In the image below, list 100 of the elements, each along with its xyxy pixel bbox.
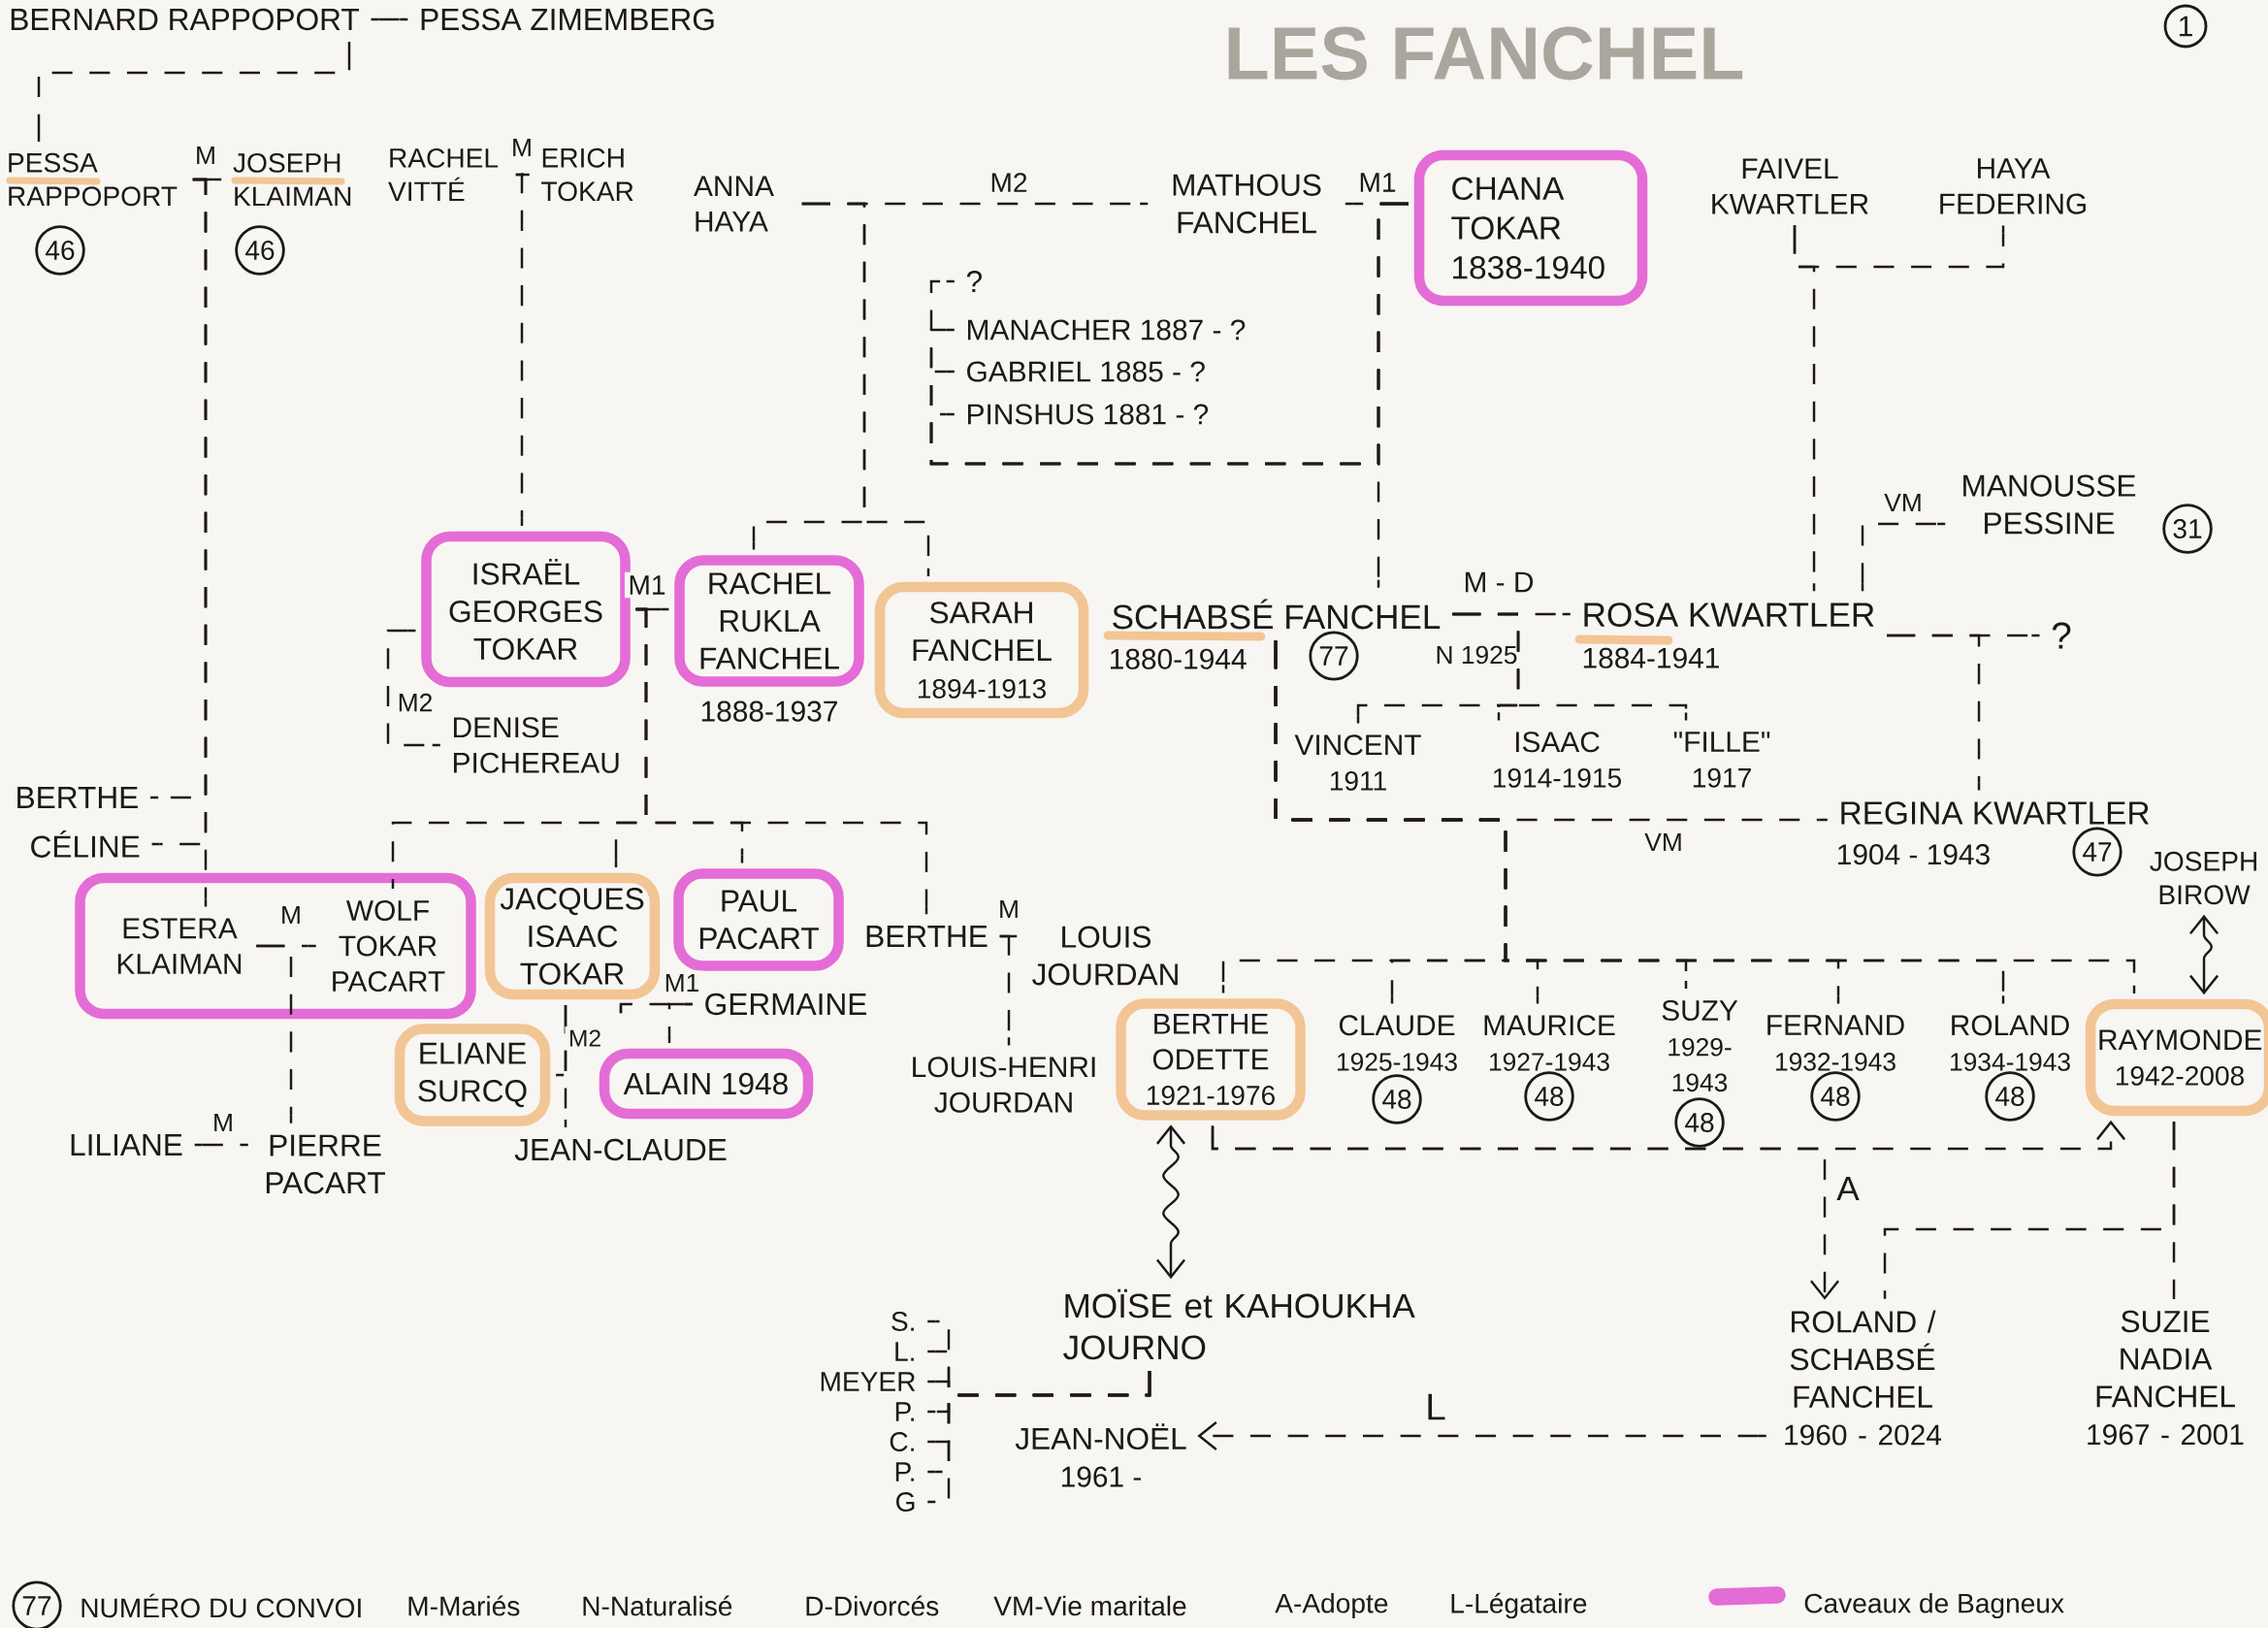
person-name: LOUIS JOURDAN — [1032, 926, 1178, 986]
person-name: FAIVEL KWARTLER — [1712, 158, 1868, 214]
person-name: BERTHE — [866, 926, 988, 947]
person-name: PESSA RAPPOPORT — [9, 152, 178, 207]
connecting-line — [1883, 1120, 2176, 1301]
person-name: REGINA KWARTLER — [1841, 801, 2149, 825]
person-name: WOLF TOKAR PACART — [333, 899, 445, 993]
person-name: ROLAND 1934-1943 — [1951, 1015, 2070, 1071]
convoy-number: 46 — [235, 225, 285, 276]
convoy-number: 48 — [1985, 1071, 2035, 1122]
name-box: RACHEL RUKLA FANCHEL — [674, 555, 864, 687]
person-name: MEYER — [821, 1372, 916, 1391]
connecting-line — [1356, 612, 1688, 725]
person-name: MOÏSE et KAHOUKHA JOURNO — [1063, 1288, 1415, 1360]
person-name: BERTHE — [17, 787, 138, 808]
person-name: VINCENT 1911 — [1294, 734, 1421, 791]
convoy-number: 77 — [12, 1580, 62, 1628]
connecting-line — [148, 178, 223, 908]
person-name: CÉLINE — [31, 830, 140, 858]
arrow — [1211, 1120, 2126, 1300]
edge-label: M — [507, 135, 536, 160]
person-name: GABRIEL 1885 - ? — [967, 361, 1205, 382]
convoy-number: 48 — [1524, 1071, 1574, 1122]
person-name: LILIANE — [71, 1134, 182, 1156]
person-name: PESSA ZIMEMBERG — [421, 8, 714, 31]
person-name: PINSHUS 1881 - ? — [968, 404, 1209, 425]
date-text: 1880-1944 — [1111, 648, 1247, 669]
convoy-number: 48 — [1372, 1074, 1422, 1124]
page-number: 1 — [2163, 4, 2208, 49]
connecting-line — [998, 934, 1019, 1047]
person-name: JEAN-CLAUDE — [514, 1138, 727, 1161]
person-name: ROLAND / SCHABSÉ FANCHEL 1960 - 2024 — [1785, 1310, 1942, 1446]
edge-label: L — [1421, 1390, 1450, 1423]
name-box: ISRAËL GEORGES TOKAR — [421, 531, 631, 688]
person-name: P. — [895, 1402, 914, 1421]
convoy-number: 48 — [1674, 1097, 1725, 1148]
person-name: ERICH TOKAR — [541, 147, 633, 202]
person-name: L. — [895, 1342, 914, 1361]
person-name: MANACHER 1887 - ? — [968, 319, 1246, 341]
title: LES FANCHEL — [1228, 26, 1743, 81]
edge-label: M2 — [394, 690, 437, 715]
person-name: SUZIE NADIA FANCHEL 1967 - 2001 — [2088, 1310, 2244, 1446]
person-name: JOSEPH KLAIMAN — [233, 152, 351, 207]
couple-box — [75, 872, 476, 1020]
person-name: ? — [2052, 622, 2071, 649]
connecting-line — [37, 40, 351, 144]
person-name: C. — [890, 1432, 914, 1451]
name-box: BERTHE ODETTE 1921-1976 — [1116, 998, 1306, 1121]
person-name: ? — [966, 270, 982, 293]
connecting-line — [370, 17, 409, 21]
edge-label: VM — [1640, 830, 1687, 855]
person-name: G — [896, 1492, 915, 1512]
abbreviation-key: VM-Vie maritale — [993, 1595, 1186, 1616]
edge-label: M — [994, 896, 1023, 922]
person-name: FERNAND 1932-1943 — [1767, 1015, 1904, 1071]
connecting-line — [926, 1319, 1151, 1504]
edge-label: M — [209, 1110, 238, 1135]
person-name: PIERRE PACART — [266, 1134, 385, 1194]
person-name: RACHEL VITTÉ — [388, 147, 499, 202]
connecting-line — [514, 173, 531, 528]
person-name: MATHOUS FANCHEL — [1173, 174, 1321, 234]
abbreviation-key: M-Mariés — [408, 1595, 520, 1616]
name-box: JACQUES ISAAC TOKAR — [484, 872, 661, 1000]
abbreviation-key: N-Naturalisé — [583, 1595, 732, 1616]
name-box: SARAH FANCHEL 1894-1913 — [874, 581, 1089, 719]
name-box: CHANA TOKAR 1838-1940 — [1413, 149, 1648, 307]
person-name: SUZY 1929- 1943 — [1662, 999, 1738, 1092]
convoy-number: 47 — [2072, 827, 2122, 877]
name-box: ALAIN 1948 — [599, 1048, 814, 1120]
person-name: BERNARD RAPPOPORT — [11, 8, 359, 31]
date-text: 1888-1937 — [701, 700, 837, 722]
connecting-line — [193, 1143, 249, 1147]
date-text: 1904 - 1943 — [1838, 844, 1990, 865]
name-box: PAUL PACART — [673, 868, 844, 971]
connecting-line — [1861, 522, 1947, 593]
convoy-number: 46 — [35, 225, 85, 276]
person-name: SCHABSÉ FANCHEL — [1113, 599, 1441, 630]
name-box: RAYMONDE 1942-2008 — [2085, 998, 2268, 1117]
person-name: ESTERA KLAIMAN — [117, 918, 242, 974]
wavy-arrow — [2189, 914, 2219, 995]
abbreviation-key: L-Légataire — [1451, 1592, 1587, 1619]
person-name: ROSA KWARTLER 1884-1941 — [1583, 602, 1874, 668]
person-name: ANNA HAYA — [694, 176, 774, 232]
name-box: ELIANE SURCQ — [394, 1024, 551, 1126]
convoy-number: 48 — [1810, 1071, 1861, 1122]
edge-label: M — [276, 902, 306, 928]
note-label: N 1925 — [1437, 645, 1517, 665]
person-name: DENISE PICHEREAU — [454, 717, 619, 773]
edge-label: M1 — [661, 970, 703, 995]
connecting-line — [752, 202, 1150, 578]
convoy-number: 77 — [1309, 631, 1359, 681]
person-name: JEAN-NOËL 1961 - — [1015, 1423, 1186, 1487]
person-name: "FILLE" 1917 — [1673, 732, 1770, 788]
connecting-line — [929, 202, 1410, 590]
person-name: GERMAINE — [705, 993, 866, 1016]
connecting-line — [619, 1002, 695, 1045]
legend-text: NUMÉRO DU CONVOI — [81, 1593, 361, 1618]
person-name: MAURICE 1927-1943 — [1484, 1015, 1615, 1071]
person-name: MANOUSSE PESSINE — [1963, 474, 2136, 535]
person-name: ISAAC 1914-1915 — [1493, 732, 1621, 788]
